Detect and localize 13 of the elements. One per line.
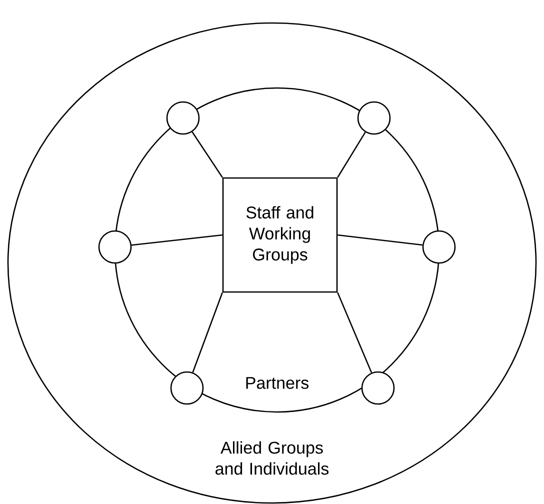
connector-line bbox=[337, 132, 366, 178]
connector-line bbox=[337, 292, 372, 373]
connector-line bbox=[338, 234, 423, 246]
small-circle bbox=[166, 101, 200, 135]
small-circle bbox=[357, 101, 391, 135]
staff-box: Staff and Working Groups bbox=[222, 177, 338, 293]
connector-line bbox=[192, 132, 223, 178]
small-circle bbox=[170, 371, 204, 405]
small-circle bbox=[98, 230, 132, 264]
small-circle bbox=[361, 371, 395, 405]
small-circle bbox=[422, 230, 456, 264]
connector-line bbox=[192, 292, 223, 373]
connector-line bbox=[131, 234, 222, 246]
